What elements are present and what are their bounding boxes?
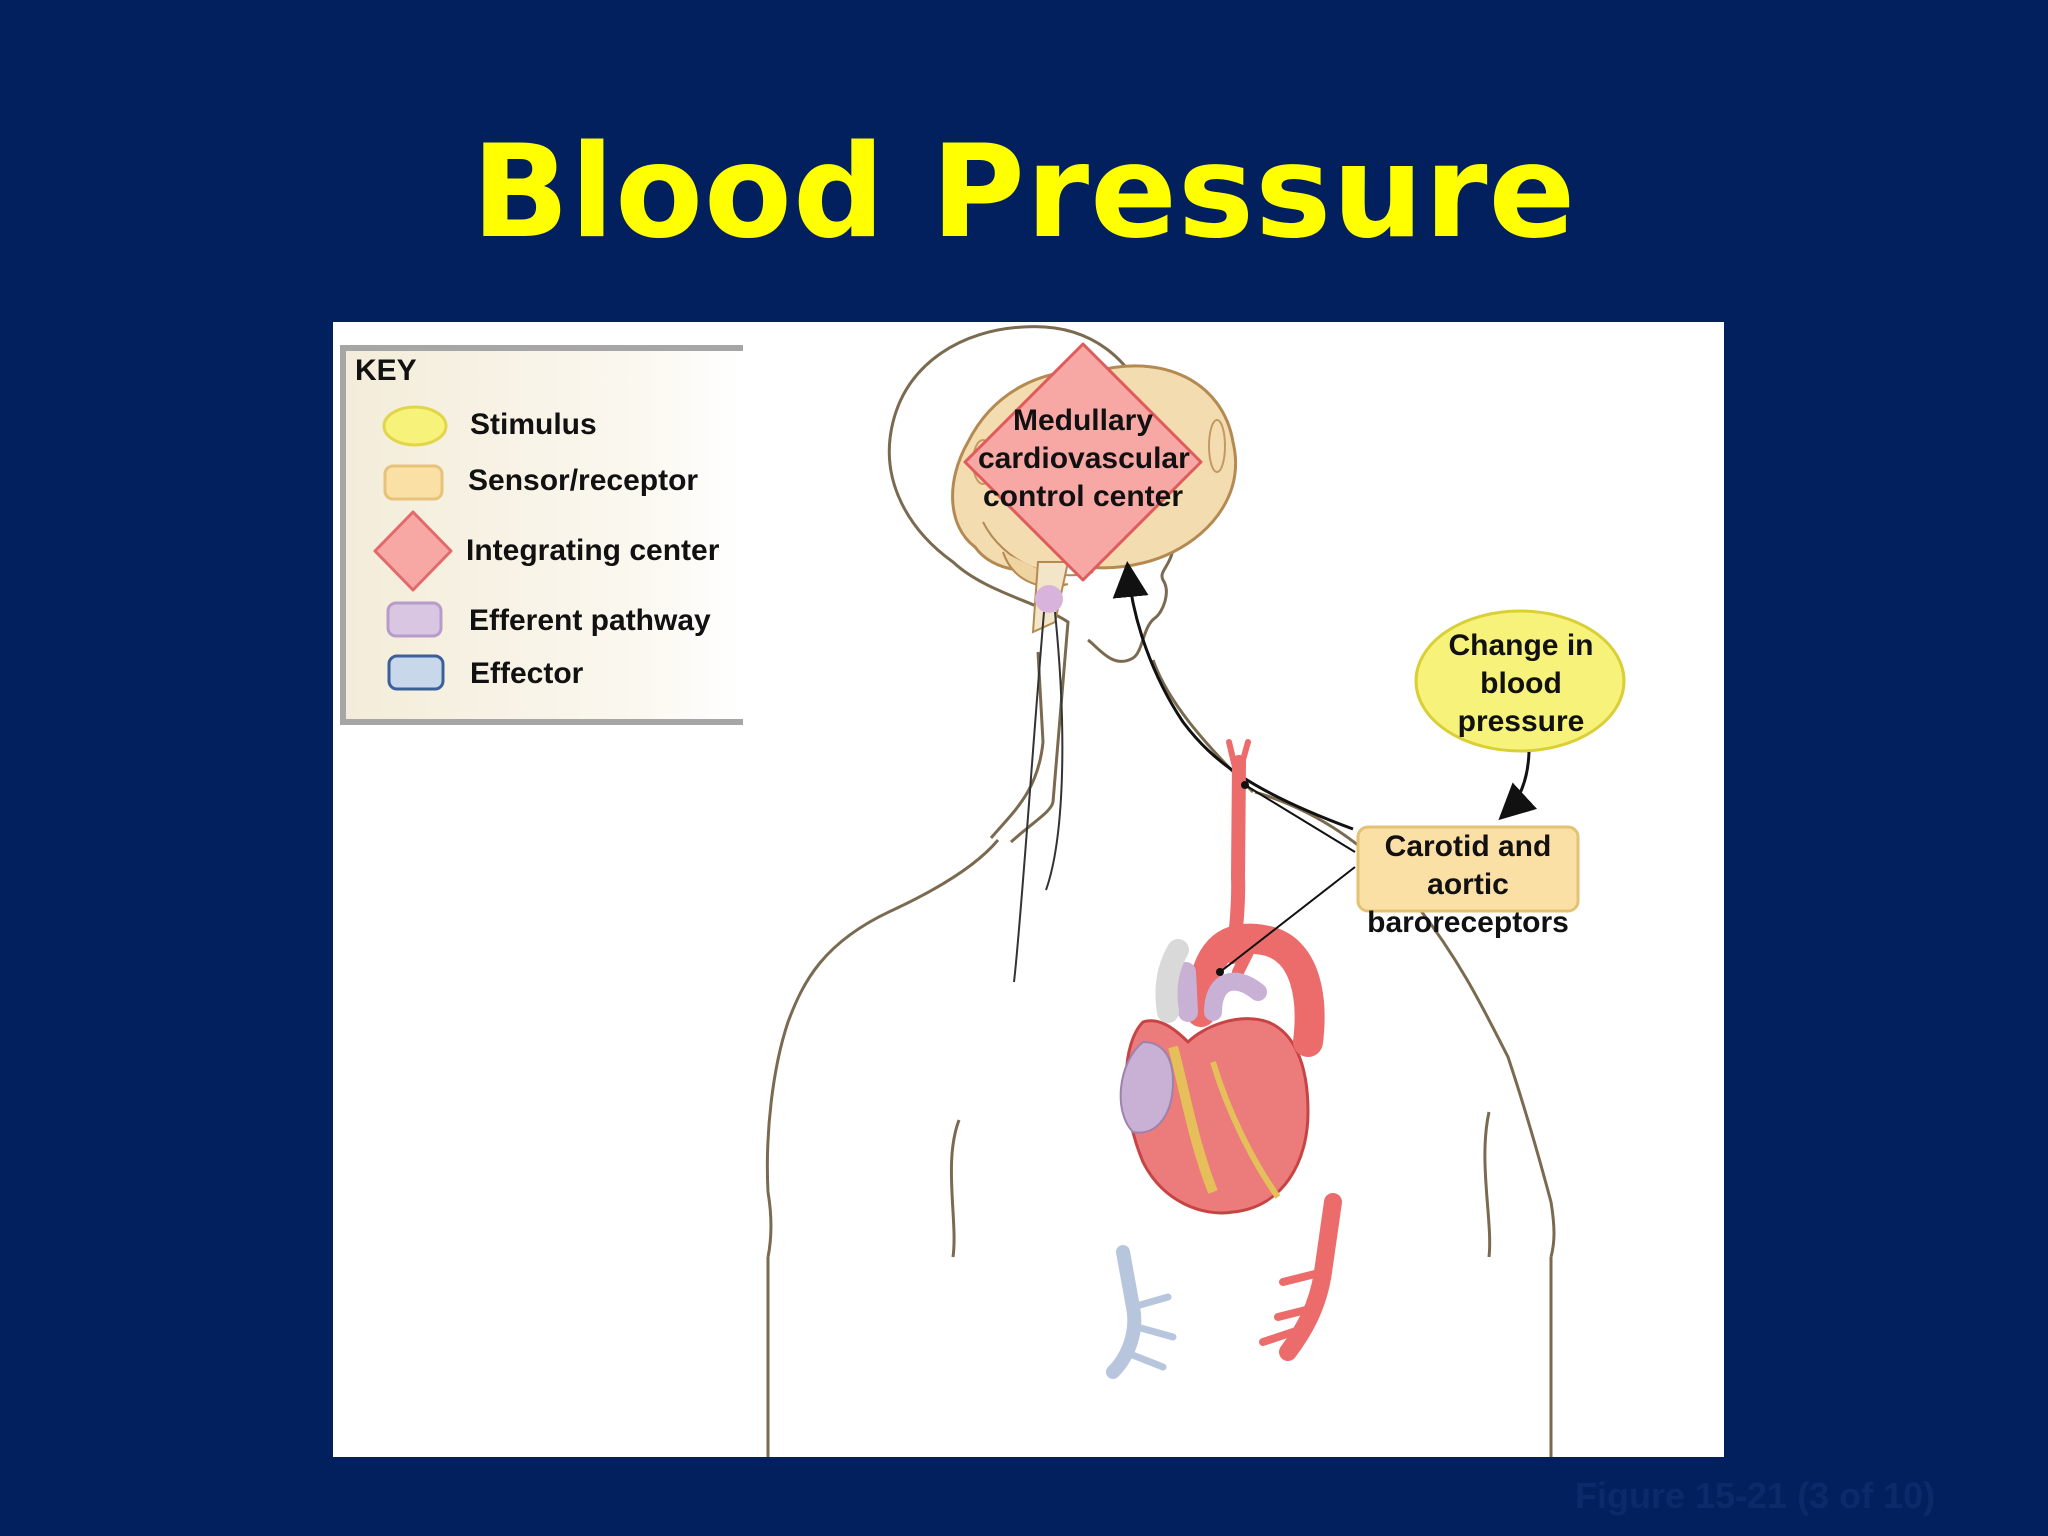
efferent-swatch: [386, 601, 443, 638]
head-outline: [887, 325, 1177, 844]
diagram-panel: KEY Stimulus Sensor/receptor Integrating…: [333, 322, 1724, 1457]
armpit-right: [1483, 1111, 1492, 1258]
integrating-swatch: [373, 510, 453, 592]
diagram-svg: [340, 325, 1626, 1457]
figure-caption: Figure 15-21 (3 of 10): [1575, 1475, 1936, 1516]
key-label-integrating: Integrating center: [466, 534, 720, 567]
nerve-line: [1045, 611, 1064, 891]
efferent-node: [1035, 585, 1063, 613]
key-label-efferent: Efferent pathway: [469, 604, 711, 637]
key-label-stimulus: Stimulus: [470, 408, 597, 441]
stimulus-ellipse: [1414, 609, 1626, 753]
key-heading: KEY: [355, 354, 417, 387]
pulmonary-trunk: [1176, 962, 1198, 1022]
sensor-swatch: [383, 464, 444, 501]
carotid-branches: [1226, 739, 1251, 770]
superior-vena-cava: [1155, 939, 1189, 1023]
neck-outline: [989, 651, 1045, 839]
slide-title: Blood Pressure: [471, 118, 1577, 267]
pointer-line: [1219, 866, 1356, 973]
stimulus-label: Change in blood pressure: [1448, 629, 1594, 738]
coronary-fat: [1168, 1045, 1218, 1194]
body-outline-left: [765, 839, 1000, 1258]
key-label-sensor: Sensor/receptor: [468, 464, 699, 497]
vein-branches: [1121, 1293, 1177, 1371]
artery-branches: [1259, 1268, 1327, 1346]
aortic-arch: [1186, 923, 1325, 1057]
pointer-line: [1244, 784, 1356, 853]
effector-swatch: [387, 654, 445, 691]
brain-fold: [1208, 419, 1226, 473]
key-border: [340, 345, 743, 725]
coronary-fat: [1210, 1061, 1281, 1199]
right-atrium: [1119, 1040, 1175, 1134]
sensor-label: Carotid and aortic baroreceptors: [1367, 830, 1569, 939]
integrating-center-label: Medullary cardiovascular control center: [978, 404, 1190, 513]
nerve-line: [1013, 611, 1045, 983]
key-label-effector: Effector: [470, 657, 584, 690]
sensor-box: [1356, 825, 1580, 913]
stimulus-swatch: [382, 405, 448, 447]
pulmonary-artery: [1204, 972, 1267, 1021]
armpit-left: [949, 1119, 961, 1258]
integrating-center-diamond: [963, 342, 1203, 582]
afferent-arrow: [1112, 561, 1354, 831]
stimulus-arrow: [1498, 751, 1538, 821]
